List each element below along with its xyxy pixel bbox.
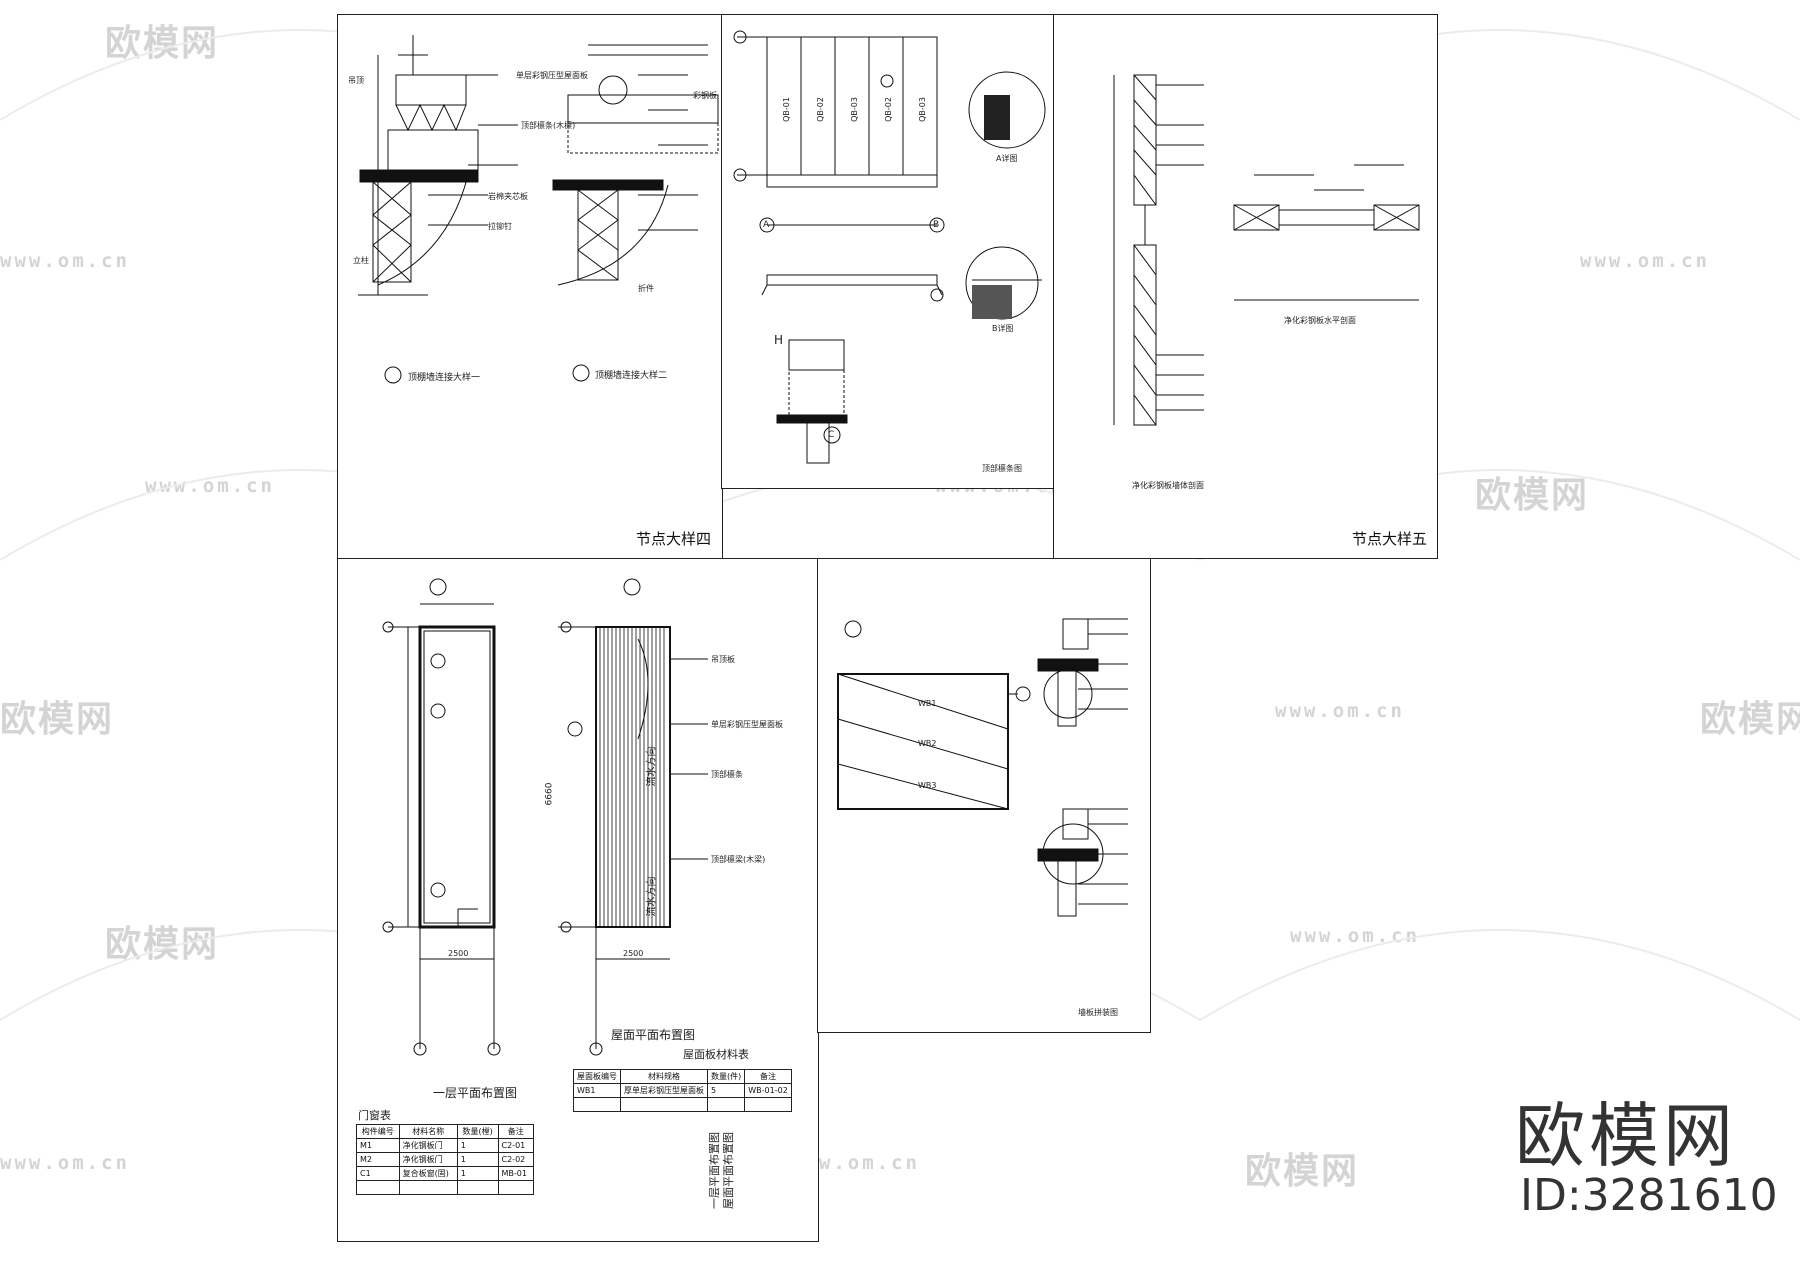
detail-caption: 顶棚墙连接大样一 [408,373,481,383]
table-cell: 厚单层彩钢压型屋面板 [620,1083,708,1098]
table-row: M1 净化钢板门 1 C2-01 [356,1138,534,1153]
flow-direction-label: 流水方向 [646,876,658,917]
detail-caption: 顶棚墙连接大样二 [595,371,668,381]
panel-code: WB3 [918,781,937,790]
drawing-sheet-ceiling-purlin: QB-01 QB-02 QB-03 QB-02 QB-03 A B C H A详… [721,14,1055,489]
purlin-plan-lines [733,30,1046,464]
panel-code: QB-02 [815,97,825,122]
table-cell: 1 [456,1166,499,1181]
plan-drawing-lines [382,578,708,1056]
sheet-title: 节点大样五 [1352,530,1428,548]
table-header: 备注 [497,1124,534,1139]
table-header: 数量(樘) [456,1124,499,1139]
note-label: 吊顶 [348,76,364,85]
brand-logo-text: 欧模网 [1515,1095,1737,1177]
note-label: 顶部檩条(木檩) [521,121,576,130]
table-row [356,1180,534,1195]
drawing-sheet-node-detail-4: 单层彩钢压型屋面板 顶部檩条(木檩) 吊顶 岩棉夹芯板 拉铆钉 立柱 彩钢板 折… [337,14,723,559]
table-cell: WB1 [573,1083,621,1098]
table-header: 构件编号 [356,1124,400,1139]
table-header-row: 屋面板编号 材料规格 数量(件) 备注 [573,1069,792,1084]
drawing-sheet-wall-panel-assembly: WB1 WB2 WB3 墙板拼装图 [817,558,1151,1033]
dimension-label: 2500 [623,949,644,958]
table-row: C1 复合板窗(固) 1 MB-01 [356,1166,534,1181]
drawing-sheet-node-detail-5: 净化彩钢板墙体剖面 净化彩钢板水平剖面 节点大样五 [1053,14,1438,559]
table-header-row: 构件编号 材料名称 数量(樘) 备注 [356,1124,534,1139]
note-label: 拉铆钉 [488,222,512,231]
table-header: 材料名称 [398,1124,458,1139]
detail-caption: 净化彩钢板墙体剖面 [1132,481,1204,490]
table-row [573,1097,792,1112]
roof-note: 吊顶板 [711,655,735,664]
drawing-sheet-floor-roof-plan: 6660 2500 2500 流水方向 流水方向 吊顶板 单层彩钢压型屋面板 顶… [337,558,819,1242]
detail-marker: H [774,333,784,347]
table-cell: C1 [356,1166,400,1181]
plan-caption: 一层平面布置图 [433,1086,518,1100]
panel-code: WB2 [918,739,937,748]
section-caption: A详图 [996,154,1018,163]
panel-code: QB-03 [917,97,927,122]
table-header: 备注 [744,1069,792,1084]
table-cell: 5 [706,1083,746,1098]
note-label: 立柱 [353,256,369,265]
table-cell: 1 [456,1138,499,1153]
roof-panel-table: 屋面板编号 材料规格 数量(件) 备注 WB1 厚单层彩钢压型屋面板 5 WB-… [573,1069,792,1112]
table-row: WB1 厚单层彩钢压型屋面板 5 WB-01-02 [573,1083,792,1098]
table-cell: MB-01 [497,1166,534,1181]
door-window-table: 构件编号 材料名称 数量(樘) 备注 M1 净化钢板门 1 C2-01 M2 净… [356,1124,534,1195]
note-label: 折件 [638,284,654,293]
section-caption: B详图 [992,324,1014,333]
table-header: 材料规格 [620,1069,708,1084]
roof-note: 顶部檩条 [711,770,743,779]
table-caption: 屋面板材料表 [683,1048,749,1061]
sheet-caption: 顶部檩条图 [982,464,1022,473]
note-label: 彩钢板 [693,91,717,100]
sheet-caption: 墙板拼装图 [1078,1008,1118,1017]
table-cell: M2 [356,1152,400,1167]
wall-panel-lines [837,618,1128,917]
detail-marker: B [933,220,940,230]
panel-code: WB1 [918,699,937,708]
table-cell: 净化钢板门 [398,1152,458,1167]
detail-drawing-lines [358,35,719,384]
table-row: M2 净化钢板门 1 C2-02 [356,1152,534,1167]
table-cell: 复合板窗(固) [398,1166,458,1181]
title-block-text: 屋面平面布置图 [722,1132,735,1209]
dimension-label: 2500 [448,949,469,958]
wall-section-lines [1113,74,1420,426]
detail-marker: A [763,220,770,230]
plan-caption: 屋面平面布置图 [611,1028,696,1042]
panel-code: QB-03 [849,97,859,122]
table-cell: 净化钢板门 [398,1138,458,1153]
table-cell: C2-01 [497,1138,534,1153]
flow-direction-label: 流水方向 [646,746,658,787]
sheet-title: 节点大样四 [636,530,712,548]
roof-note: 顶部檩梁(木梁) [711,855,766,864]
note-label: 岩棉夹芯板 [488,192,528,201]
table-cell: 1 [456,1152,499,1167]
detail-caption: 净化彩钢板水平剖面 [1284,316,1356,325]
table-cell: WB-01-02 [744,1083,792,1098]
table-cell: C2-02 [497,1152,534,1167]
brand-id: ID:3281610 [1520,1170,1778,1221]
dimension-label: 6660 [544,782,555,806]
table-header: 屋面板编号 [573,1069,621,1084]
panel-code: QB-01 [781,97,791,122]
detail-marker: C [828,430,835,440]
table-caption: 门窗表 [358,1109,391,1122]
note-label: 单层彩钢压型屋面板 [516,71,588,80]
table-header: 数量(件) [706,1069,746,1084]
roof-note: 单层彩钢压型屋面板 [711,720,783,729]
panel-code: QB-02 [883,97,893,122]
table-cell: M1 [356,1138,400,1153]
